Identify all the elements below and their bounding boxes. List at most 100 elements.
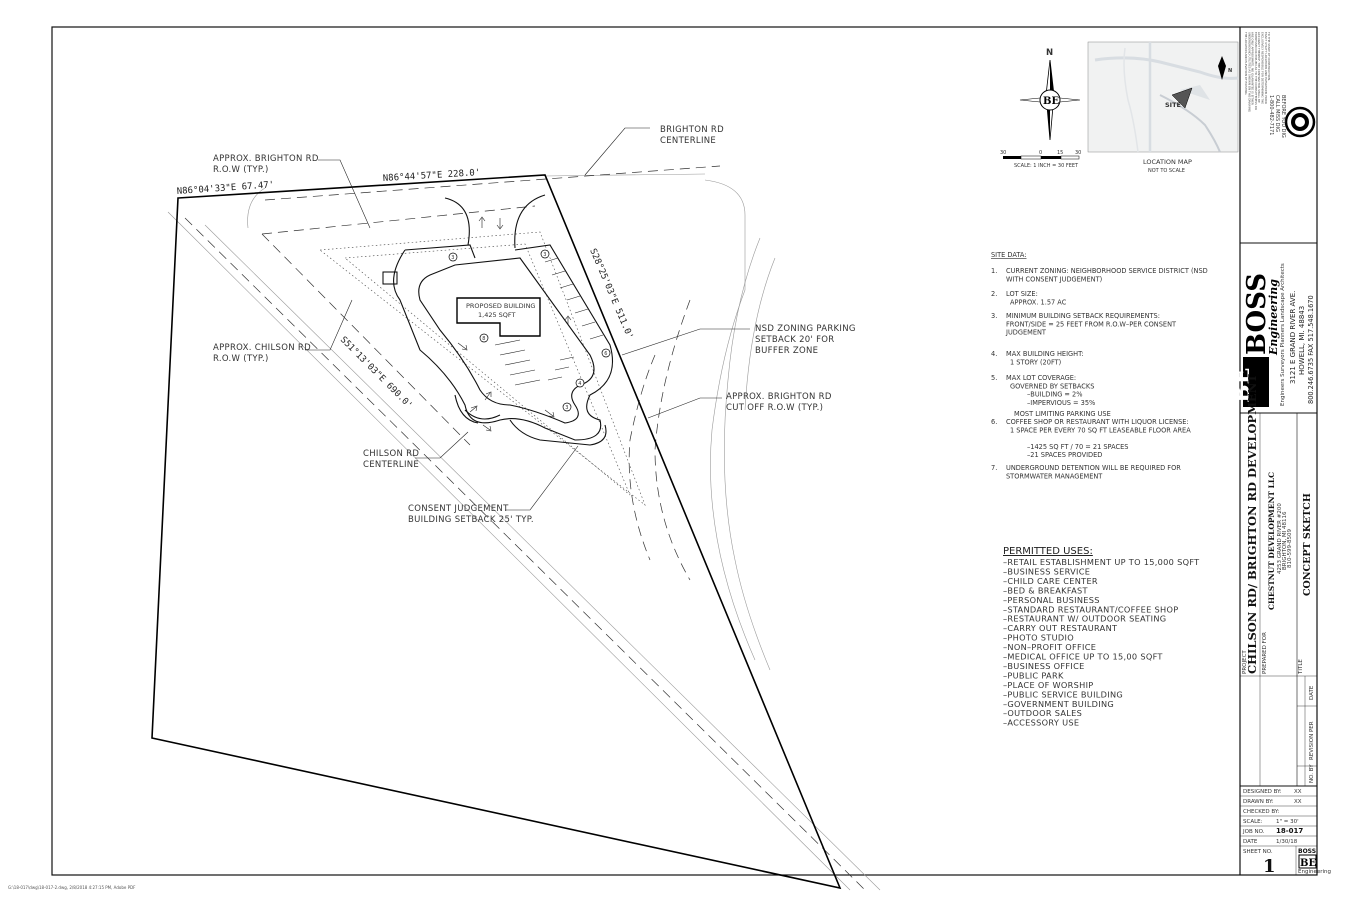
client-address: 4253 GRAND RIVER #200	[1277, 503, 1283, 574]
miss-dig-stamp: BEFORE YOU DIG CALL MISS DIG 1-800-482-7…	[1268, 95, 1316, 138]
site-data: SITE DATA: 1.CURRENT ZONING: NEIGHBORHOO…	[991, 251, 1208, 480]
svg-text:CENTERLINE: CENTERLINE	[660, 136, 716, 146]
site-data-number: 2.	[991, 290, 997, 298]
disclaimer-line: ARE ONLY APPROXIMATE. NO GUARANTEE IS EI…	[1251, 32, 1255, 105]
svg-text:BRIGHTON RD: BRIGHTON RD	[660, 125, 724, 135]
firm-block: BE BOSS Engineering Engineers Surveyors …	[1229, 263, 1315, 407]
parking-stalls-center	[494, 339, 541, 386]
brighton-cutoff-row	[628, 354, 656, 561]
svg-text:XX: XX	[1294, 789, 1302, 795]
svg-text:1" = 30': 1" = 30'	[1276, 819, 1299, 825]
rev-per-header: REVISION PER	[1309, 721, 1315, 760]
project-title: CHILSON RD/ BRIGHTON RD DEVELOPMENT	[1245, 374, 1259, 674]
site-data-line: LOT SIZE:	[1006, 290, 1038, 298]
site-data-line: WITH CONSENT JUDGEMENT)	[1006, 275, 1102, 283]
location-map-title: LOCATION MAP	[1143, 158, 1192, 166]
permitted-use-item: –CHILD CARE CENTER	[1003, 576, 1098, 586]
site-plan: PROPOSED BUILDING 1,425 SQFT 3 3 8 4 3 6	[151, 125, 881, 891]
site-data-line: –1425 SQ FT / 70 = 21 SPACES	[1027, 443, 1128, 451]
svg-text:CENTERLINE: CENTERLINE	[363, 460, 419, 470]
svg-text:APPROX. BRIGHTON RD: APPROX. BRIGHTON RD	[726, 392, 832, 402]
site-data-number: 6.	[991, 418, 997, 426]
brighton-road-curve-outer2	[744, 257, 776, 411]
site-data-line: MINIMUM BUILDING SETBACK REQUIREMENTS:	[1006, 312, 1160, 320]
dumpster-enclosure	[382, 271, 398, 285]
location-map: SITE N LOCATION MAP NOT TO SCALE	[1087, 41, 1239, 174]
prepared-label: PREPARED FOR	[1262, 632, 1268, 674]
svg-text:1/30/18: 1/30/18	[1276, 839, 1298, 845]
firm-phone: 800.246.6735 FAX 517.548.1670	[1307, 295, 1315, 404]
sheet-title: CONCEPT SKETCH	[1302, 493, 1313, 596]
site-data-heading: SITE DATA:	[991, 251, 1027, 259]
chilson-road-edge-outer	[167, 211, 851, 891]
traffic-arrows	[457, 216, 572, 432]
svg-text:BUFFER ZONE: BUFFER ZONE	[755, 346, 818, 356]
svg-text:CHECKED BY:: CHECKED BY:	[1243, 809, 1279, 815]
callout-brighton-cutoff: APPROX. BRIGHTON RD CUT OFF R.O.W (TYP.)	[647, 392, 832, 419]
driveway-north	[444, 194, 546, 249]
site-data-line: 1 STORY (20FT)	[1010, 358, 1061, 366]
bearing-left: S51°13'03"E 690.0'	[338, 335, 414, 411]
site-data-line: APPROX. 1.57 AC	[1010, 298, 1067, 306]
brighton-road-edge-right	[544, 173, 706, 177]
svg-text:SHEET NO.: SHEET NO.	[1243, 849, 1273, 855]
permitted-use-item: –NON–PROFIT OFFICE	[1003, 642, 1096, 652]
callout-nsd-setback: NSD ZONING PARKING SETBACK 20' FOR BUFFE…	[621, 324, 855, 356]
svg-text:CALL MISS DIG: CALL MISS DIG	[1274, 95, 1280, 132]
permitted-use-item: –PERSONAL BUSINESS	[1003, 595, 1100, 605]
stamp-brand: BOSS	[1298, 848, 1316, 855]
site-data-line: 1 SPACE PER EVERY 70 SQ FT LEASEABLE FLO…	[1010, 426, 1191, 434]
site-data-line: UNDERGROUND DETENTION WILL BE REQUIRED F…	[1006, 464, 1181, 472]
svg-text:DRAWN BY:: DRAWN BY:	[1243, 799, 1274, 805]
svg-text:3: 3	[543, 252, 546, 258]
svg-text:DATE: DATE	[1243, 839, 1258, 845]
svg-text:JOB NO.: JOB NO.	[1242, 829, 1265, 835]
site-data-line: GOVERNED BY SETBACKS	[1010, 382, 1094, 390]
rev-date-header: DATE	[1309, 685, 1315, 700]
disclaimer-line: ACCURACY THEREOF. THE CONTRACTOR SHALL B…	[1257, 32, 1261, 103]
brighton-cutoff-row-2	[654, 299, 691, 581]
site-data-line: COFFEE SHOP OR RESTAURANT WITH LIQUOR LI…	[1006, 418, 1189, 426]
svg-text:APPROX. CHILSON RD: APPROX. CHILSON RD	[213, 343, 311, 353]
north-arrow: N BE	[1019, 48, 1081, 141]
proposed-building[interactable]	[456, 297, 541, 337]
permitted-use-item: –GOVERNMENT BUILDING	[1003, 699, 1114, 709]
brighton-road-edge	[247, 187, 266, 229]
svg-text:BUILDING SETBACK 25' TYP.: BUILDING SETBACK 25' TYP.	[408, 515, 534, 525]
brighton-centerline	[264, 165, 721, 201]
sheet-number: 1	[1263, 856, 1276, 877]
permitted-uses: PERMITTED USES: –RETAIL ESTABLISHMENT UP…	[1003, 546, 1200, 728]
svg-text:18-017: 18-017	[1276, 827, 1303, 835]
building-label-1: PROPOSED BUILDING	[466, 302, 535, 310]
firm-address: 3121 E GRAND RIVER AVE.	[1289, 291, 1297, 384]
permitted-use-item: –ACCESSORY USE	[1003, 718, 1079, 728]
svg-text:3: 3	[565, 405, 568, 411]
disclaimer-line: EXCLUSIVELY RESPONSIBLE FOR DETERMINING …	[1261, 32, 1265, 104]
site-data-line: JUDGEMENT	[1005, 329, 1047, 337]
stamp-logo: BE	[1300, 858, 1316, 869]
permitted-use-item: –RESTAURANT W/ OUTDOOR SEATING	[1003, 614, 1166, 624]
svg-text:BE: BE	[1043, 96, 1059, 107]
client-city: BRIGHTON, MI 48116	[1282, 511, 1288, 570]
callout-brighton-centerline: BRIGHTON RD CENTERLINE	[584, 125, 724, 176]
callout-consent-setback: CONSENT JUDGEMENT BUILDING SETBACK 25' T…	[408, 445, 579, 525]
title-label: TITLE	[1298, 659, 1304, 675]
site-data-line: MAX BUILDING HEIGHT:	[1006, 350, 1084, 358]
location-map-subtitle: NOT TO SCALE	[1148, 168, 1185, 174]
svg-text:CONSENT JUDGEMENT: CONSENT JUDGEMENT	[408, 504, 509, 514]
title-info-rows: DESIGNED BY: XX DRAWN BY: XX CHECKED BY:…	[1240, 789, 1331, 877]
permitted-use-item: –PUBLIC SERVICE BUILDING	[1003, 689, 1123, 699]
permitted-use-item: –OUTDOOR SALES	[1003, 708, 1082, 718]
firm-sub: Engineering	[1267, 279, 1280, 356]
site-data-number: 5.	[991, 374, 997, 382]
client-phone: 810-599-8509	[1287, 529, 1293, 568]
svg-text:N: N	[1228, 68, 1232, 74]
site-data-line: MAX LOT COVERAGE:	[1006, 374, 1076, 382]
site-data-line: –BUILDING = 2%	[1027, 391, 1083, 399]
parking-lot-outline	[393, 244, 614, 441]
firm-city: HOWELL, MI. 48843	[1298, 306, 1306, 375]
svg-text:30: 30	[1075, 150, 1081, 156]
